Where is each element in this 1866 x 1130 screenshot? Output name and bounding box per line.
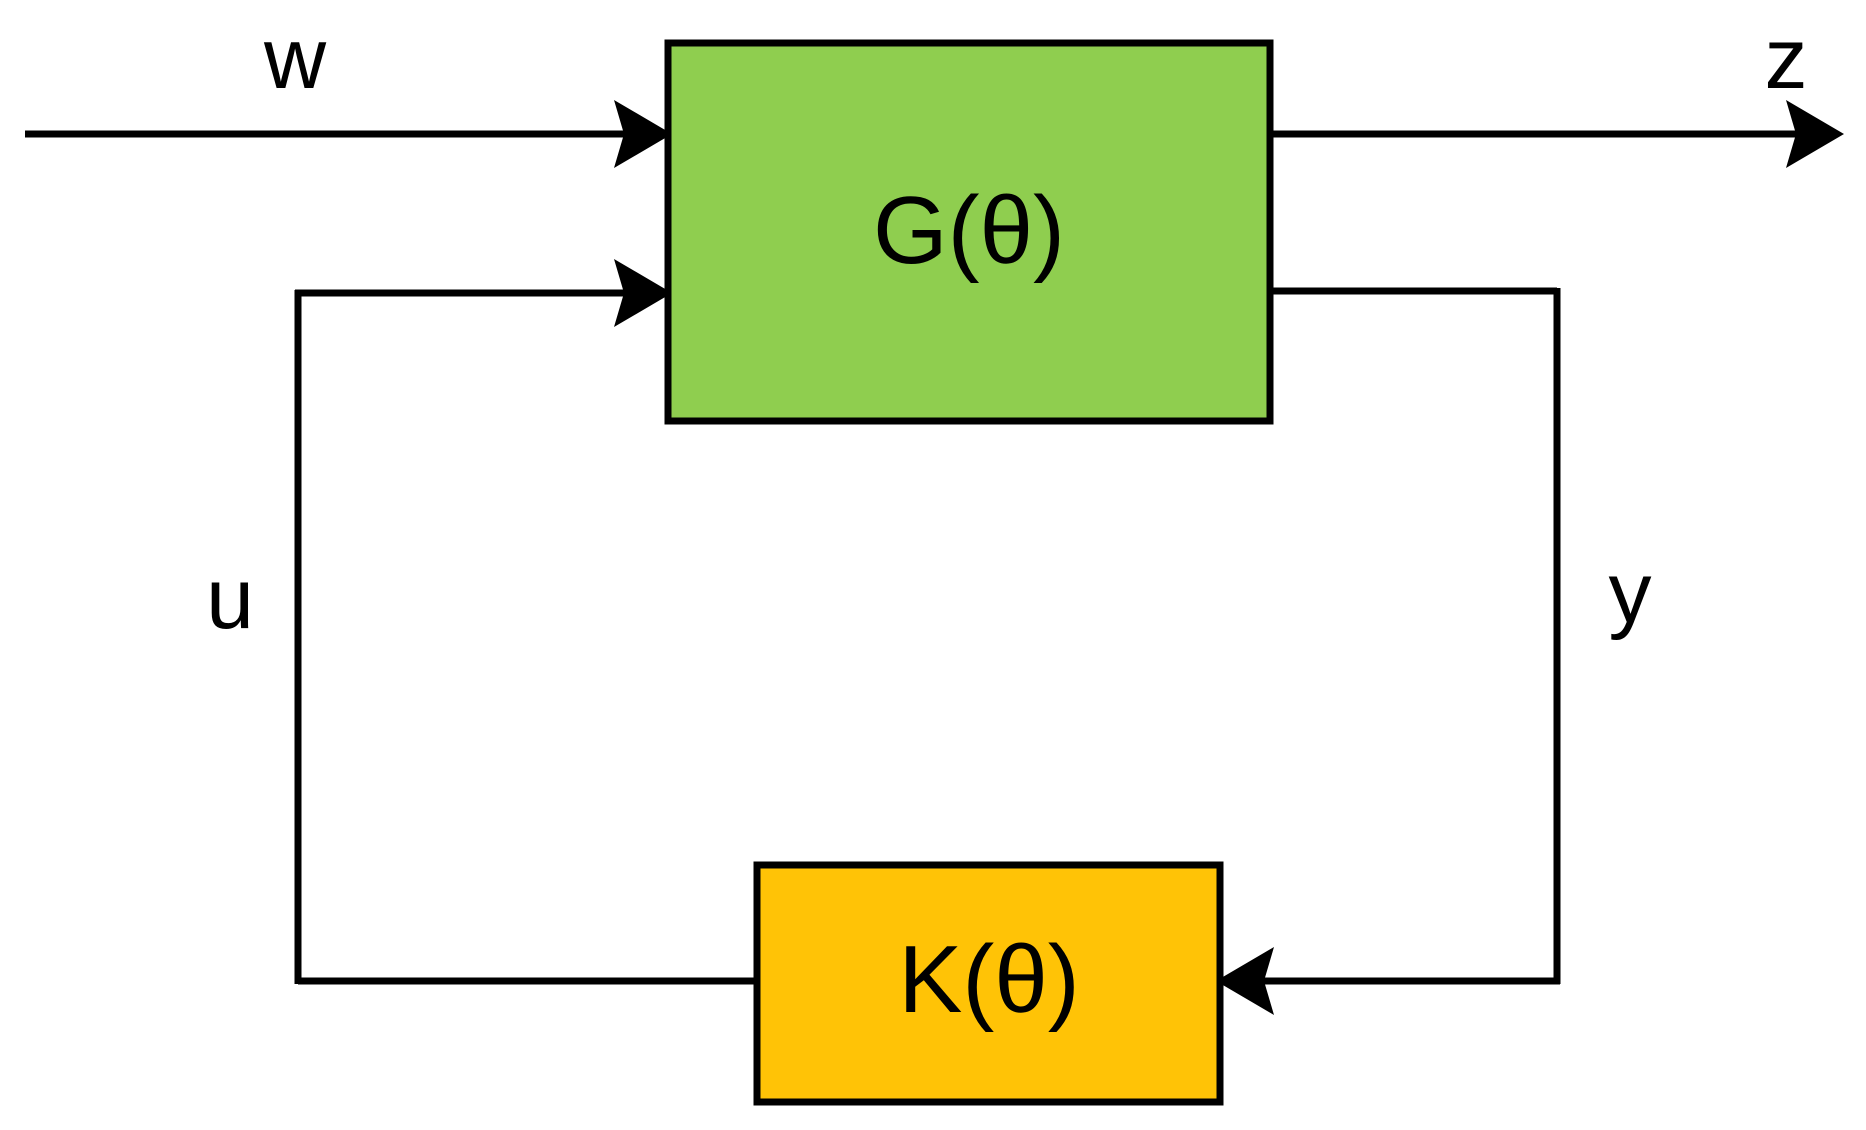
arrowhead-w-into-plant bbox=[614, 100, 672, 168]
signal-label-y: y bbox=[1609, 545, 1652, 641]
block-plant-rect[interactable] bbox=[664, 39, 1274, 425]
wire-y bbox=[1216, 287, 1561, 1015]
block-controller-label: K(θ) bbox=[898, 926, 1079, 1033]
block-plant[interactable]: G(θ) bbox=[664, 39, 1274, 425]
arrowhead-u-into-plant bbox=[614, 259, 672, 327]
signal-label-u: u bbox=[206, 551, 254, 647]
block-controller[interactable]: K(θ) bbox=[753, 861, 1224, 1106]
signal-label-w: w bbox=[263, 11, 327, 107]
wire-u bbox=[294, 259, 757, 985]
signal-label-z: z bbox=[1765, 11, 1808, 107]
block-controller-rect[interactable] bbox=[753, 861, 1224, 1106]
wire-w bbox=[25, 100, 672, 168]
arrowhead-y-into-controller bbox=[1216, 947, 1274, 1015]
wire-z bbox=[1268, 100, 1844, 168]
arrowhead-z-output bbox=[1786, 100, 1844, 168]
block-plant-label: G(θ) bbox=[873, 177, 1065, 284]
